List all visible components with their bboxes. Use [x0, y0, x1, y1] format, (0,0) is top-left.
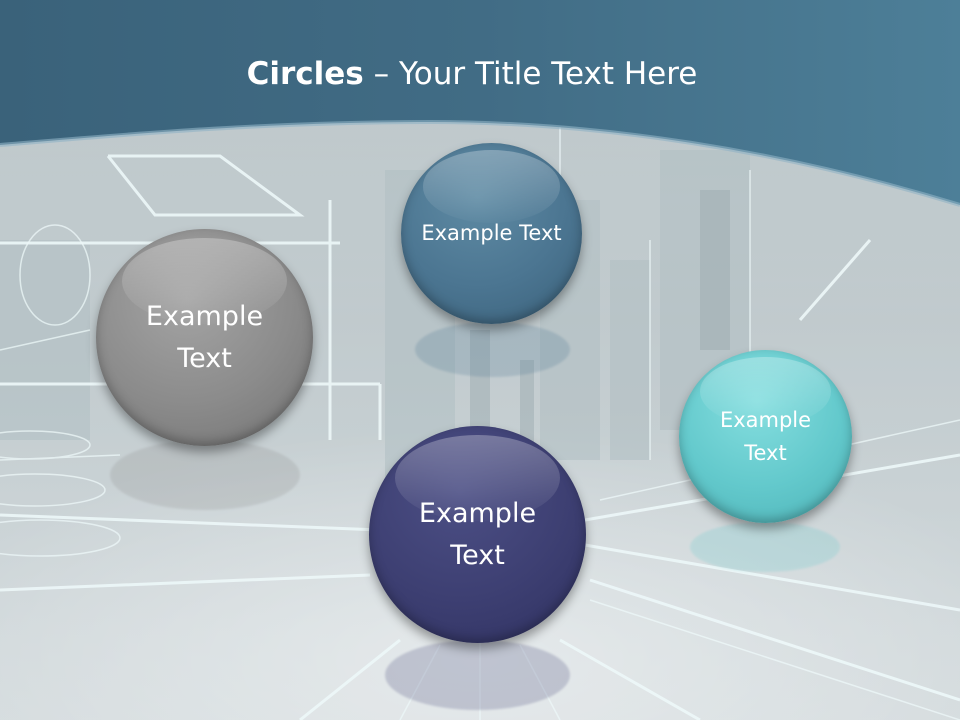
- circle-navy: Example Text: [369, 426, 586, 643]
- steel-circle-reflection: [415, 322, 570, 377]
- slide-title: Circles – Your Title Text Here: [0, 52, 944, 96]
- navy-circle-reflection: [385, 640, 570, 710]
- slide-title-text: Your Title Text Here: [398, 56, 698, 92]
- circle-gray: Example Text: [96, 229, 313, 446]
- slide-title-separator: –: [363, 56, 399, 92]
- circle-navy-label: Example Text: [418, 497, 537, 571]
- slide-title-bold: Circles: [246, 56, 364, 92]
- circle-teal-label: Example Text: [719, 407, 812, 465]
- gray-circle-reflection: [110, 440, 300, 510]
- circle-teal: Example Text: [679, 350, 852, 523]
- circle-steel-blue: Example Text: [401, 143, 582, 324]
- teal-circle-reflection: [690, 522, 840, 572]
- circle-steel-blue-label: Example Text: [421, 221, 562, 246]
- circle-gray-label: Example Text: [145, 300, 264, 374]
- circle-gloss: [422, 150, 561, 223]
